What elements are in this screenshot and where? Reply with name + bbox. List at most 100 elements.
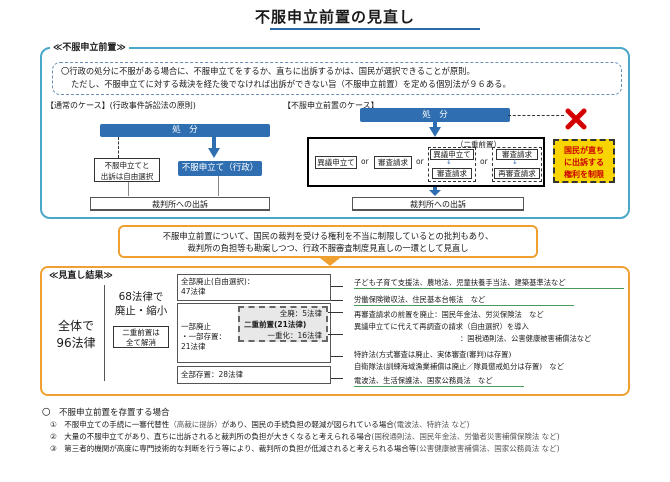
- option-double-b-frame: [492, 147, 542, 182]
- review-reason-line1: 不服申立前置について、国民の裁判を受ける権利を不当に制限しているとの批判もあり、: [162, 231, 494, 241]
- restriction-line1: 国民が直ち: [564, 146, 604, 155]
- free-choice-connector: [118, 137, 119, 158]
- result-section-panel: [40, 266, 630, 396]
- normal-gray-line-right: [218, 176, 219, 196]
- example-partial-1: 再審査請求の前置を廃止：国民年金法、労災保険法 など: [354, 310, 544, 319]
- keep-case-2-main: ② 大量の不服申立てがあり、直ちに出訴されると裁判所の負担が大きくなると考えられ…: [50, 432, 372, 441]
- prior-court-arrow-icon: [429, 190, 441, 196]
- double-abolish-line2: 全て解消: [126, 338, 156, 347]
- example-abolish-all-2: 労働保険徴収法、住民基本台帳法 など: [354, 295, 574, 306]
- title-underline: [270, 28, 480, 30]
- abolish-all-cell: 全部廃止(自由選択)： 47法律: [177, 274, 331, 301]
- normal-appeal-box: 不服申立て（行政）: [178, 161, 262, 176]
- free-choice-line2: 出訴は自由選択: [100, 172, 154, 181]
- principle-note-line1: 〇行政の処分に不服がある場合に、不服申立てをするか、直ちに出訴するかは、国民が選…: [61, 66, 475, 76]
- example-partial-5: 自衛隊法(訓練海域漁業補償は廃止／隊員懲戒処分は存置) など: [354, 362, 565, 371]
- option-double-a-arrow: ↓: [446, 158, 452, 166]
- double-abolish-note: 二重前置は 全て解消: [113, 326, 169, 348]
- keep-case-1-examples: (電波法、特許法 など): [393, 420, 470, 429]
- prior-arrow-shaft: [433, 122, 437, 128]
- partial-line2: ・一部存置：: [181, 332, 226, 341]
- connector-2: [331, 300, 343, 301]
- total-count: 全体で 96法律: [46, 318, 106, 352]
- example-abolish-all-1: 子ども子育て支援法、農地法、児童扶養手当法、建築基準法など: [354, 278, 624, 289]
- double-prior-label: （二重前置）: [456, 140, 501, 149]
- free-choice-line1: 不服申立てと: [104, 161, 150, 170]
- example-partial-4: 特許法(方式審査は廃止、実体審査(審判)は存置): [354, 350, 512, 359]
- connector-4: [328, 334, 343, 335]
- normal-court-box: 裁判所への出訴: [90, 197, 270, 211]
- abolish-all-line1: 全部廃止(自由選択)：: [181, 277, 255, 286]
- review-reason-box: 不服申立前置について、国民の裁判を受ける権利を不当に制限しているとの批判もあり、…: [118, 225, 538, 258]
- cross-mark-icon: [565, 108, 587, 130]
- option-double-b-top: 審査請求: [496, 149, 538, 160]
- keep-case-1: ① 不服申立ての手続に一審代替性（高裁に提訴）があり、国民の手続負担の軽減が図ら…: [50, 420, 650, 430]
- total-bracket: [104, 285, 105, 381]
- keep-case-1-main: ① 不服申立ての手続に一審代替性: [50, 420, 170, 429]
- review-reason-line2: 裁判所の負担等も勘案しつつ、行政不服審査制度見直しの一環として見直し: [187, 243, 469, 253]
- prior-court-box: 裁判所への出訴: [352, 197, 524, 211]
- example-keep-all: 電波法、生活保護法、国家公務員法 など: [354, 376, 524, 387]
- keep-case-1-rest: があり、国民の手続負担の軽減が図られている場合: [221, 420, 394, 429]
- keep-all-cell: 全部存置：28法律: [177, 366, 331, 384]
- prior-section-tag: ≪不服申立前置≫: [50, 40, 129, 53]
- free-choice-box: 不服申立てと 出訴は自由選択: [94, 158, 160, 182]
- reduce-count: 68法律で 廃止・縮小: [110, 290, 172, 318]
- double-prior-line1: 全廃：5法律: [279, 309, 322, 318]
- connector-1: [331, 286, 343, 287]
- option-review: 審査請求: [374, 156, 412, 169]
- reduce-line2: 廃止・縮小: [114, 305, 168, 317]
- prior-disposition-box: 処 分: [360, 108, 510, 122]
- prior-section-panel: [40, 47, 630, 219]
- or-label-1: or: [361, 157, 369, 166]
- example-partial-3: ：国税通則法、公害健康被害補償法など: [460, 334, 592, 343]
- review-arrow-down-icon: [320, 258, 340, 266]
- normal-case-title: 【通常のケース】(行政事件訴訟法の原則): [46, 101, 196, 110]
- prior-court-arrow-shaft: [433, 187, 437, 192]
- total-line2: 96法律: [56, 336, 96, 350]
- cross-connector: [508, 115, 564, 116]
- partial-line3: 21法律: [181, 342, 206, 351]
- principle-note-line2: ただし、不服申立てに対する裁決を経た後でなければ出訴ができない旨（不服申立前置）…: [71, 79, 511, 89]
- reduce-line1: 68法律で: [118, 291, 164, 303]
- normal-gray-line-left: [128, 182, 129, 196]
- restriction-line3: 権利を制限: [564, 170, 604, 179]
- keep-case-2: ② 大量の不服申立てがあり、直ちに出訴されると裁判所の負担が大きくなると考えられ…: [50, 432, 660, 442]
- double-abolish-line1: 二重前置は: [122, 328, 160, 337]
- double-prior-box: 全廃：5法律 二重前置(21法律) 一重化：16法律: [238, 306, 328, 342]
- connector-6: [331, 378, 343, 379]
- normal-disposition-box: 処 分: [100, 124, 270, 137]
- connector-3: [328, 312, 343, 313]
- prior-arrow-down-icon: [429, 127, 441, 137]
- page-title: 不服申立前置の見直し: [254, 8, 415, 26]
- or-label-3: or: [480, 157, 488, 166]
- option-double-b-bottom: 再審査請求: [494, 168, 540, 179]
- partial-line1: 一部廃止: [181, 322, 211, 331]
- keep-case-2-examples: (国税通則法、国民年金法、労働者災害補償保険法 など): [371, 432, 560, 441]
- total-line1: 全体で: [57, 319, 94, 333]
- option-double-a-frame: [428, 147, 476, 182]
- double-prior-line3: 一重化：16法律: [267, 331, 322, 340]
- double-prior-line2: 二重前置(21法律): [244, 320, 307, 329]
- keep-case-3: ③ 第三者的機関が高度に専門技術的な判断を行う等により、裁判所の負担が低減される…: [50, 444, 660, 454]
- or-label-2: or: [416, 157, 424, 166]
- option-double-b-arrow: ↓: [512, 158, 518, 166]
- keep-case-3-examples: (公害健康被害補償法、国家公務員法 など): [416, 444, 560, 453]
- option-double-a-bottom: 審査請求: [432, 168, 472, 179]
- result-section-tag: ≪見直し結果≫: [46, 268, 116, 281]
- keep-cases-title: 〇 不服申立前置を存置する場合: [42, 408, 170, 418]
- keep-case-3-main: ③ 第三者的機関が高度に専門技術的な判断を行う等により、裁判所の負担が低減される…: [50, 444, 417, 453]
- connector-5: [331, 356, 343, 357]
- abolish-all-line2: 47法律: [181, 287, 206, 296]
- prior-case-title: 【不服申立前置のケース】: [283, 101, 379, 110]
- principle-note: 〇行政の処分に不服がある場合に、不服申立てをするか、直ちに出訴するかは、国民が選…: [52, 62, 622, 95]
- right-restriction-box: 国民が直ち に出訴する 権利を制限: [553, 139, 615, 183]
- example-partial-2: 異議申立てに代えて再調査の請求（自由選択）を導入: [354, 322, 529, 331]
- option-objection: 異議申立て: [315, 156, 357, 169]
- prior-options-frame: [307, 137, 545, 187]
- keep-case-1-dim: （高裁に提訴）: [169, 420, 222, 429]
- normal-arrow-shaft: [212, 137, 216, 149]
- option-double-a-top: 異議申立て: [430, 149, 474, 160]
- normal-arrow-down-icon: [208, 148, 220, 158]
- restriction-line2: に出訴する: [564, 158, 604, 167]
